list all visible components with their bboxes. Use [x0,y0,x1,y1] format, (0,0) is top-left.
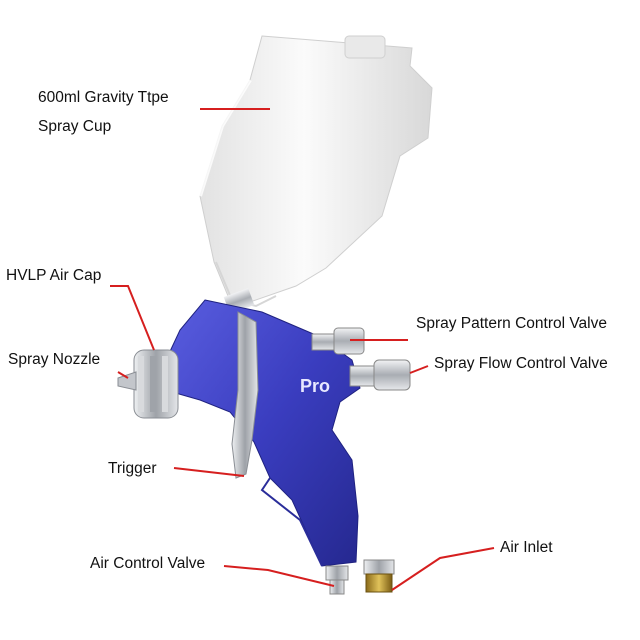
leader-air-cap [110,285,155,351]
leader-nozzle [117,371,129,379]
leader-trigger [173,467,245,477]
label-cup-line2: Spray Cup [38,118,112,135]
cup-lid-vent [344,35,386,59]
air-inlet-fitting [363,559,395,593]
flow-valve [349,359,411,391]
leader-flow-valve [409,365,429,374]
label-air-control-valve: Air Control Valve [90,555,206,572]
leader-lines [110,108,495,591]
pattern-valve [311,327,365,355]
label-pattern-valve: Spray Pattern Control Valve [416,315,607,332]
label-spray-nozzle: Spray Nozzle [8,351,101,368]
spray-cup [198,35,433,308]
air-cap [133,349,179,419]
air-control-valve [325,565,349,595]
trigger-lever [231,311,259,479]
label-trigger: Trigger [108,460,157,477]
spray-nozzle-tip [117,371,137,391]
label-air-cap: HVLP Air Cap [6,267,102,284]
body-logo-mark: Pro [300,376,330,396]
leader-air-inlet [391,547,495,591]
label-air-inlet: Air Inlet [500,539,553,556]
label-flow-valve: Spray Flow Control Valve [434,355,608,372]
label-cup-line1: 600ml Gravity Ttpe [38,89,169,106]
leader-air-control [223,565,335,587]
